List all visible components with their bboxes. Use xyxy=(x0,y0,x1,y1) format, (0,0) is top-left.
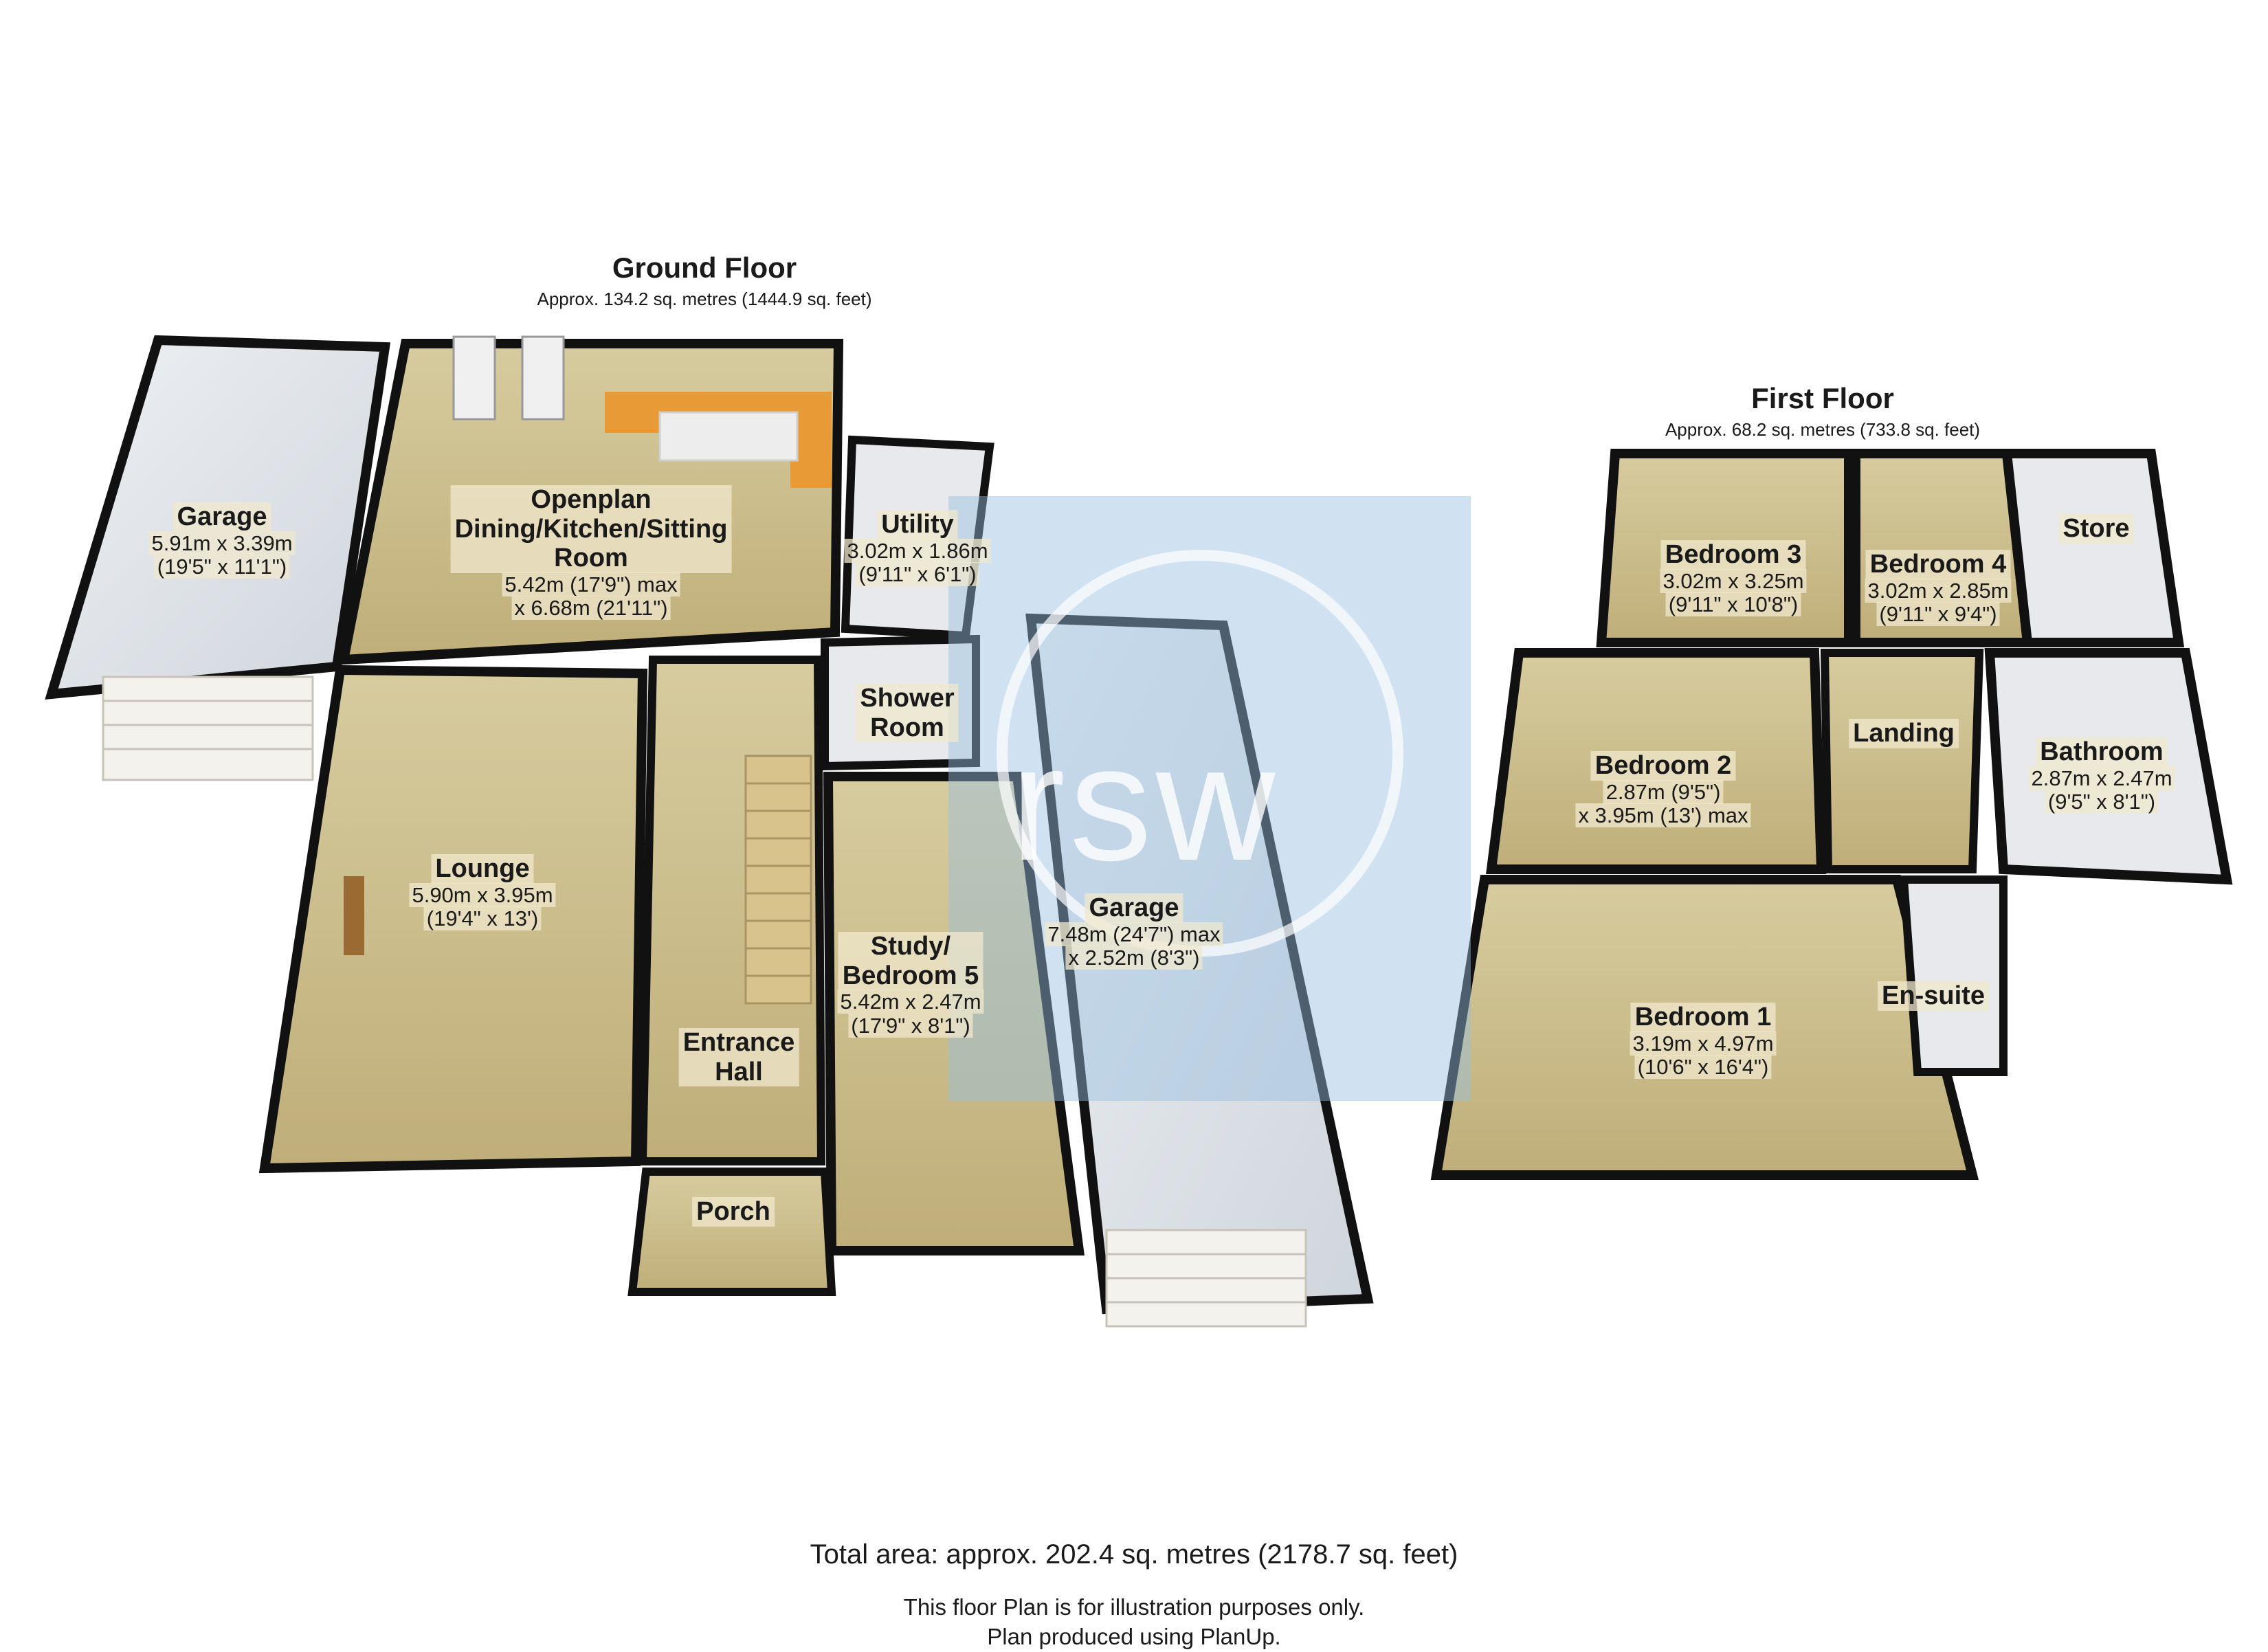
room-dim-metric: 3.02m x 2.85m xyxy=(1865,578,2012,603)
room-dim-imperial: (9'11" x 10'8") xyxy=(1665,592,1801,617)
first-floor-title: First Floor xyxy=(1751,382,1894,414)
room-name: Study/ Bedroom 5 xyxy=(838,932,983,991)
lounge-walls xyxy=(258,665,648,1174)
room-dim-imperial: (19'5" x 11'1") xyxy=(154,555,290,579)
room-en-suite: En-suite xyxy=(1878,981,1989,1011)
first-floor-area: Approx. 68.2 sq. metres (733.8 sq. feet) xyxy=(1665,419,1981,440)
room-bedroom-2: Bedroom 2 2.87m (9'5") x 3.95m (13') max xyxy=(1575,751,1751,828)
room-name: Entrance Hall xyxy=(678,1028,799,1087)
entrance-hall-walls xyxy=(638,656,826,1165)
room-utility: Utility 3.02m x 1.86m (9'11" x 6'1") xyxy=(844,510,991,587)
room-dim-metric: 5.42m (17'9") max xyxy=(502,572,680,596)
room-dim-imperial: x 6.68m (21'11") xyxy=(511,596,671,621)
room-name: Porch xyxy=(692,1197,775,1227)
room-name: Lounge xyxy=(431,854,534,884)
room-store: Store xyxy=(2058,514,2134,544)
shower-room-walls xyxy=(821,634,980,771)
room-dim-metric: 3.19m x 4.97m xyxy=(1630,1031,1777,1056)
room-dim-metric: 5.42m x 2.47m xyxy=(837,990,984,1014)
ground-floor-area: Approx. 134.2 sq. metres (1444.9 sq. fee… xyxy=(537,289,872,309)
ground-floor-heading: Ground Floor Approx. 134.2 sq. metres (1… xyxy=(537,252,871,310)
room-bedroom-1: Bedroom 1 3.19m x 4.97m (10'6" x 16'4") xyxy=(1630,1003,1777,1080)
room-name: Shower Room xyxy=(856,684,959,743)
room-lounge: Lounge 5.90m x 3.95m (19'4" x 13') xyxy=(409,854,556,931)
room-name: Bathroom xyxy=(2036,737,2168,767)
first-floor-heading: First Floor Approx. 68.2 sq. metres (733… xyxy=(1665,382,1980,440)
room-dim-metric: 5.91m x 3.39m xyxy=(148,531,296,555)
bedroom-2-walls xyxy=(1486,648,1827,874)
study-walls xyxy=(823,772,1085,1255)
room-dim-imperial: (19'4" x 13') xyxy=(423,906,542,931)
landing-walls xyxy=(1820,649,1984,873)
staircase xyxy=(744,755,812,1005)
watermark-logo: rsw xyxy=(1010,711,1280,895)
garage-right-door xyxy=(1105,1229,1307,1328)
room-name: Utility xyxy=(877,510,958,539)
room-name: Bedroom 1 xyxy=(1630,1003,1776,1032)
openplan-walls xyxy=(337,339,844,665)
bedroom-3-walls xyxy=(1596,449,1854,647)
room-name: Bedroom 2 xyxy=(1590,751,1736,781)
landing-floor xyxy=(1825,653,1979,869)
room-name: En-suite xyxy=(1878,981,1989,1011)
room-name: Bedroom 4 xyxy=(1865,550,2011,579)
first-floor-plan xyxy=(1430,449,2233,1180)
disclaimer: This floor Plan is for illustration purp… xyxy=(904,1593,1365,1652)
room-dim-metric: 3.02m x 3.25m xyxy=(1660,568,1807,593)
store-floor xyxy=(2007,454,2179,643)
garage-left-door xyxy=(102,676,314,781)
room-garage-right: Garage 7.48m (24'7") max x 2.52m (8'3") xyxy=(1045,893,1223,970)
room-name: Garage xyxy=(1085,893,1183,923)
disclaimer-line-1: This floor Plan is for illustration purp… xyxy=(903,1594,1365,1620)
en-suite-floor xyxy=(1904,880,2003,1072)
bathroom-walls xyxy=(1984,648,2233,885)
bedroom-1-walls xyxy=(1430,875,1979,1180)
porch-floor xyxy=(632,1172,832,1292)
room-landing: Landing xyxy=(1849,719,1959,748)
room-openplan: Openplan Dining/Kitchen/Sitting Room 5.4… xyxy=(450,485,732,621)
room-dim-metric: 7.48m (24'7") max xyxy=(1045,922,1223,946)
room-dim-imperial: (9'11" x 6'1") xyxy=(856,562,979,587)
room-bedroom-3: Bedroom 3 3.02m x 3.25m (9'11" x 10'8") xyxy=(1660,540,1807,617)
kitchen-units xyxy=(605,392,832,488)
room-name: Garage xyxy=(173,502,271,532)
room-dim-imperial: (9'5" x 8'1") xyxy=(2045,790,2159,814)
room-dim-metric: 2.87m x 2.47m xyxy=(2028,766,2175,790)
room-name: Store xyxy=(2058,514,2134,544)
room-dim-imperial: (17'9" x 8'1") xyxy=(848,1013,973,1038)
room-name: Bedroom 3 xyxy=(1660,540,1806,570)
room-dim-imperial: (10'6" x 16'4") xyxy=(1634,1055,1772,1080)
total-area: Total area: approx. 202.4 sq. metres (21… xyxy=(810,1539,1458,1570)
room-study: Study/ Bedroom 5 5.42m x 2.47m (17'9" x … xyxy=(837,932,984,1038)
patio-doors xyxy=(452,335,565,421)
store-walls xyxy=(2001,449,2185,647)
room-entrance-hall: Entrance Hall xyxy=(678,1028,799,1087)
room-dim-metric: 5.90m x 3.95m xyxy=(409,882,556,907)
room-name: Landing xyxy=(1849,719,1959,748)
room-dim-imperial: x 2.52m (8'3") xyxy=(1065,946,1203,970)
room-name: Openplan Dining/Kitchen/Sitting Room xyxy=(450,485,732,573)
room-porch: Porch xyxy=(692,1197,775,1227)
room-dim-imperial: x 3.95m (13') max xyxy=(1575,803,1751,828)
room-dim-metric: 3.02m x 1.86m xyxy=(844,538,991,563)
room-bedroom-4: Bedroom 4 3.02m x 2.85m (9'11" x 9'4") xyxy=(1865,550,2012,627)
room-shower-room: Shower Room xyxy=(856,684,959,743)
room-garage-left: Garage 5.91m x 3.39m (19'5" x 11'1") xyxy=(148,502,296,579)
room-dim-imperial: (9'11" x 9'4") xyxy=(1876,602,2000,627)
room-bathroom: Bathroom 2.87m x 2.47m (9'5" x 8'1") xyxy=(2028,737,2175,814)
porch-walls xyxy=(627,1168,836,1296)
ground-floor-title: Ground Floor xyxy=(612,252,797,284)
disclaimer-line-2: Plan produced using PlanUp. xyxy=(987,1623,1281,1649)
fireplace xyxy=(344,876,364,955)
room-dim-metric: 2.87m (9'5") xyxy=(1603,779,1724,804)
